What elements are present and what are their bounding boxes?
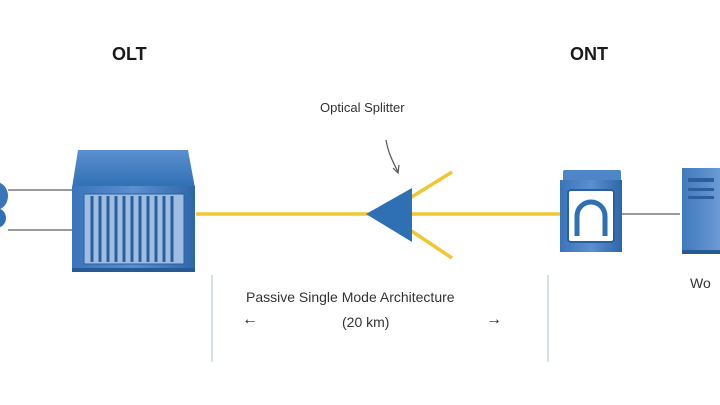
splitter-pointer-arrow xyxy=(385,139,400,175)
splitter-label: Optical Splitter xyxy=(320,100,405,115)
left-arrow-icon: ← xyxy=(242,311,258,328)
architecture-label: Passive Single Mode Architecture xyxy=(246,289,455,305)
ont-device-icon xyxy=(560,170,622,252)
ont-label: ONT xyxy=(570,44,608,64)
cloud-icon xyxy=(0,182,8,228)
olt-label: OLT xyxy=(112,44,147,64)
workstation-label: Wo xyxy=(690,275,711,291)
workstation-icon xyxy=(682,168,720,254)
right-arrow-icon: → xyxy=(486,311,502,328)
olt-device-icon xyxy=(72,150,195,272)
distance-label: (20 km) xyxy=(342,314,390,330)
fiber-branch-upper xyxy=(409,170,453,200)
fiber-branch-lower xyxy=(409,228,453,260)
splitter-icon xyxy=(366,188,412,242)
